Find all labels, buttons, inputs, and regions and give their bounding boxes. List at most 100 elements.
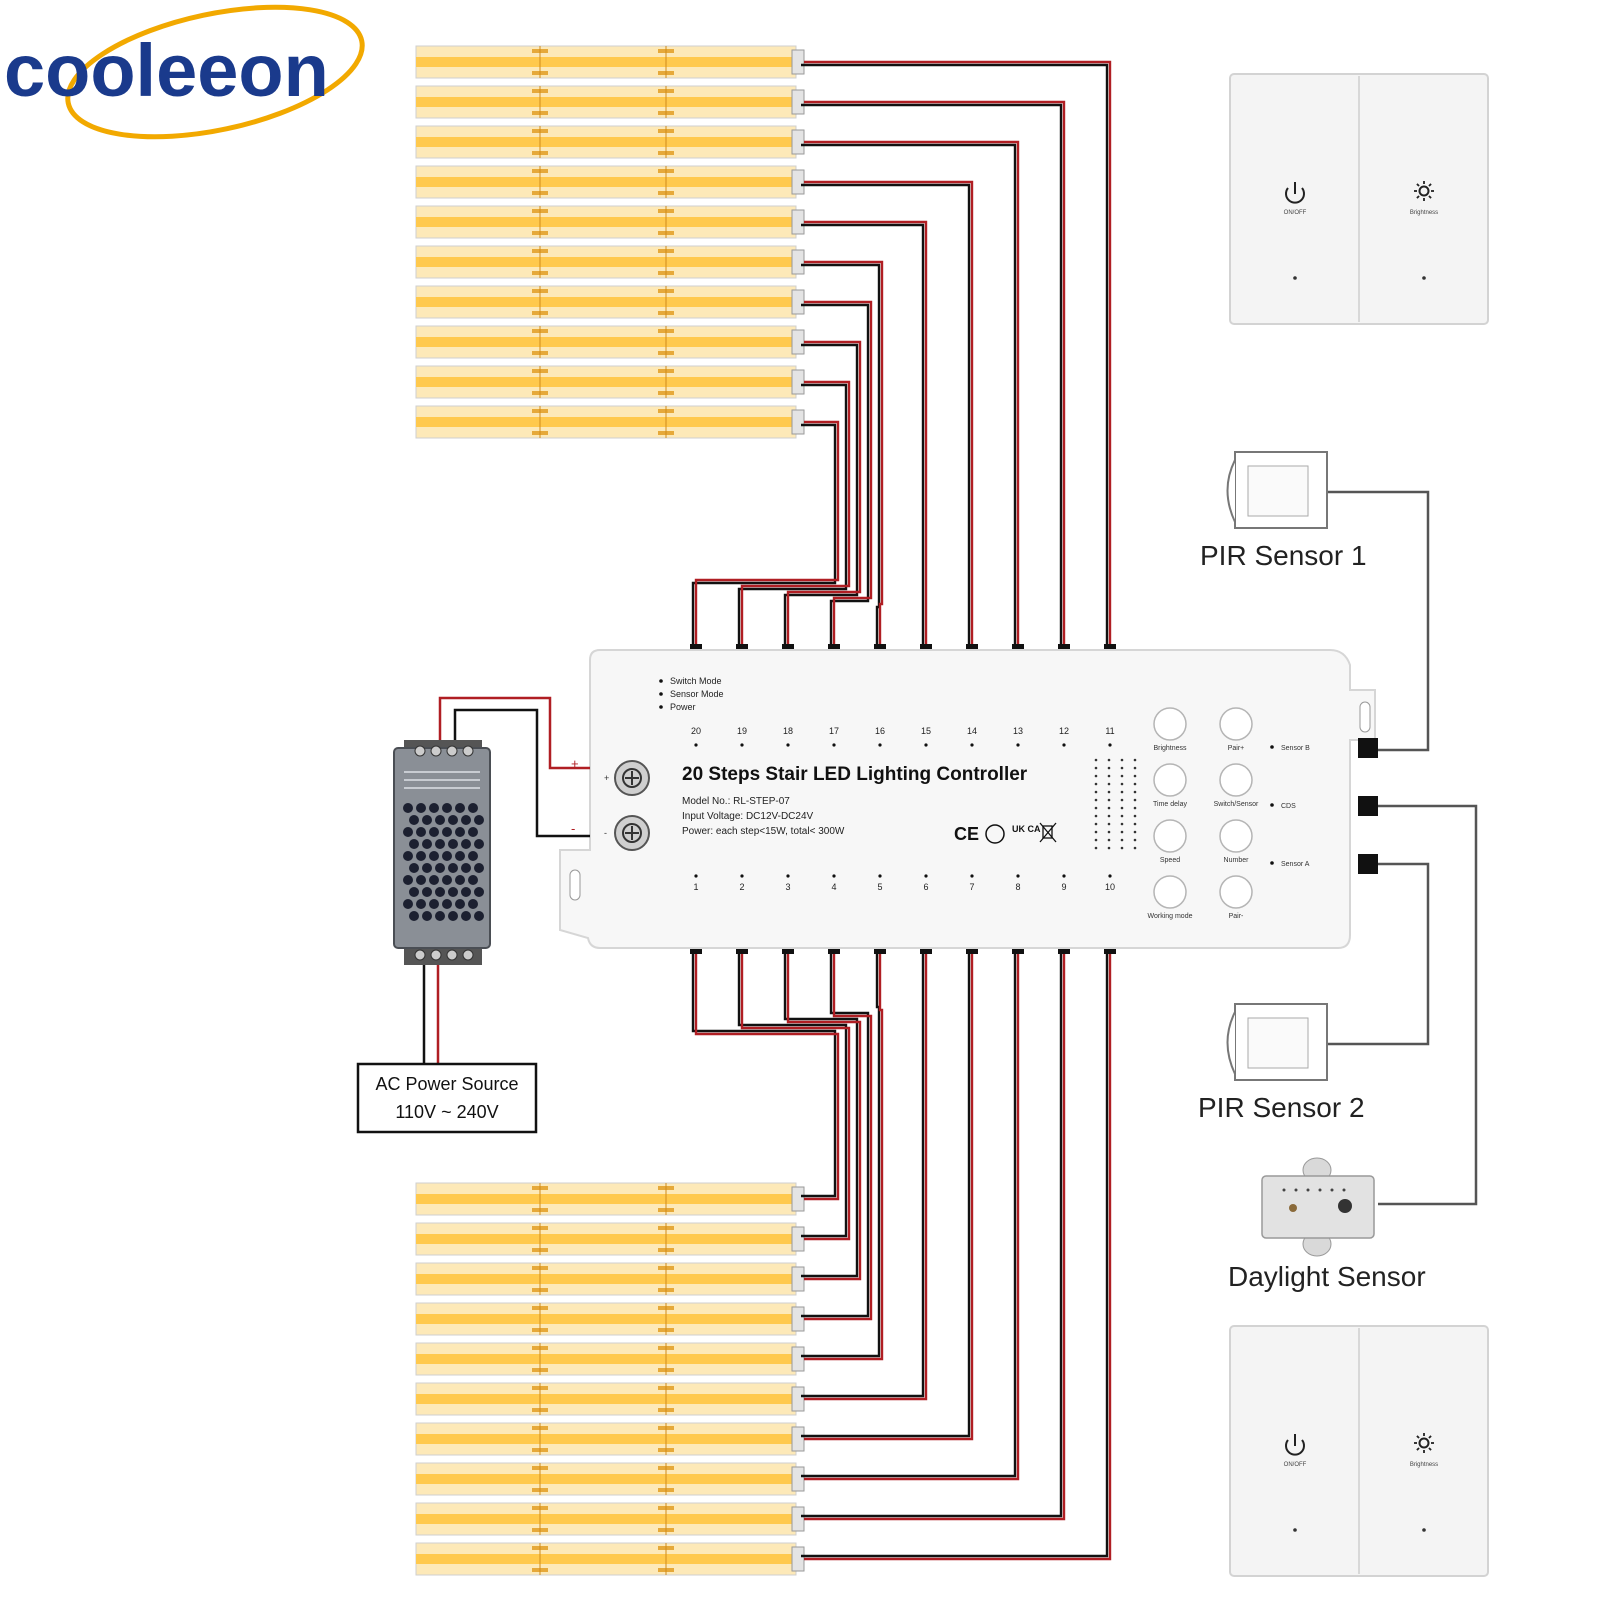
- controller-model: Model No.: RL-STEP-07: [682, 796, 790, 807]
- terminal-minus[interactable]: [614, 815, 650, 851]
- terminal-plus[interactable]: [614, 760, 650, 796]
- ukca-mark: UK CA: [1012, 824, 1041, 834]
- bottom-channel-plug: [782, 946, 794, 954]
- bottom-wire-neg: [801, 945, 971, 1438]
- channel-number-top: 12: [1059, 726, 1069, 736]
- pir-sensor-1-label: PIR Sensor 1: [1200, 540, 1367, 571]
- led-matrix: [1094, 758, 1137, 850]
- indicator-label: Switch Mode: [670, 676, 722, 686]
- panel-led: [1293, 276, 1297, 280]
- controller-button[interactable]: Working mode: [1147, 875, 1193, 920]
- controller-button[interactable]: Speed: [1153, 819, 1187, 864]
- controller-button-label: Speed: [1160, 857, 1180, 864]
- bottom-wire-pos: [804, 948, 974, 1441]
- bottom-wire-pos: [694, 948, 840, 1201]
- channel-led-top: [694, 743, 698, 747]
- channel-number-top: 20: [691, 726, 701, 736]
- port-dot: [1270, 745, 1274, 749]
- port-plug-sensor-a[interactable]: [1358, 854, 1378, 874]
- top-wire-pos: [786, 340, 862, 650]
- port-label: Sensor A: [1281, 861, 1310, 868]
- controller-button[interactable]: Time delay: [1153, 763, 1187, 808]
- bottom-channel-plug: [1104, 946, 1116, 954]
- channel-number-bottom: 2: [739, 882, 744, 892]
- port-plug-sensor-b[interactable]: [1358, 738, 1378, 758]
- panel-left-label: ON/OFF: [1284, 210, 1307, 216]
- terminal-plus-mark: +: [604, 773, 609, 783]
- top-wire-pos: [694, 420, 840, 650]
- bottom-channel-plug: [690, 946, 702, 954]
- top-led-strip: [415, 245, 805, 279]
- bottom-wire-pos: [740, 948, 851, 1241]
- channel-led-top: [740, 743, 744, 747]
- top-led-strip: [415, 165, 805, 199]
- bottom-led-strip: [415, 1502, 805, 1536]
- daylight-sensor: [1261, 1157, 1375, 1257]
- controller-button[interactable]: Pair-: [1219, 875, 1253, 920]
- top-channel-plug: [874, 644, 886, 652]
- channel-number-bottom: 4: [831, 882, 836, 892]
- bottom-channel-plug: [920, 946, 932, 954]
- top-channel-plug: [1012, 644, 1024, 652]
- bottom-wire-pos: [804, 948, 1112, 1561]
- ac-power-source-box: AC Power Source 110V ~ 240V: [356, 1062, 538, 1134]
- channel-number-top: 11: [1105, 726, 1114, 736]
- controller-button[interactable]: Number: [1219, 819, 1253, 864]
- bottom-wire-pos: [804, 948, 873, 1321]
- bottom-wire-neg: [801, 945, 1017, 1478]
- channel-number-top: 18: [783, 726, 793, 736]
- channel-number-top: 14: [967, 726, 977, 736]
- panel-right-label: Brightness: [1410, 1462, 1438, 1468]
- port-label: CDS: [1281, 803, 1296, 810]
- psu-screw: [430, 745, 442, 757]
- pir-sensor-1-lens: [1226, 459, 1236, 523]
- daylight-sensor-label: Daylight Sensor: [1228, 1261, 1426, 1292]
- bottom-wire-pos: [804, 948, 1066, 1521]
- bottom-led-strip: [415, 1542, 805, 1576]
- psu-screw: [446, 745, 458, 757]
- channel-number-bottom: 7: [969, 882, 974, 892]
- channel-led-top: [924, 743, 928, 747]
- channel-led-bottom: [1016, 874, 1020, 878]
- psu-terminal-block-bottom: [404, 945, 482, 965]
- port-plug-cds[interactable]: [1358, 796, 1378, 816]
- bottom-led-strip: [415, 1422, 805, 1456]
- top-wire-neg: [801, 63, 1109, 653]
- ce-mark: CE: [954, 824, 979, 844]
- controller-button[interactable]: Pair+: [1219, 707, 1253, 752]
- channel-led-bottom: [786, 874, 790, 878]
- channel-number-top: 19: [737, 726, 747, 736]
- channel-led-bottom: [694, 874, 698, 878]
- bottom-wire-pos: [804, 948, 1020, 1481]
- channel-number-bottom: 6: [923, 882, 928, 892]
- top-wire-neg: [801, 143, 1017, 653]
- top-led-strip: [415, 285, 805, 319]
- daylight-sensor-dots: [1282, 1188, 1346, 1192]
- channel-number-bottom: 5: [877, 882, 882, 892]
- wall-panel-top[interactable]: ON/OFF Brightness: [1229, 73, 1489, 325]
- panel-right-label: Brightness: [1410, 210, 1438, 216]
- top-channel-plug: [690, 644, 702, 652]
- power-supply-unit: [393, 740, 491, 965]
- top-channel-plug: [828, 644, 840, 652]
- indicator-dot: [659, 705, 663, 709]
- terminal-minus-mark: -: [604, 828, 607, 838]
- bottom-led-strip: [415, 1382, 805, 1416]
- channel-led-top: [1016, 743, 1020, 747]
- controller-button[interactable]: Brightness: [1153, 707, 1187, 752]
- controller-title: 20 Steps Stair LED Lighting Controller: [682, 764, 1028, 785]
- bottom-wire-pos: [804, 948, 928, 1401]
- channel-number-bottom: 8: [1015, 882, 1020, 892]
- bottom-wire-pos: [804, 948, 884, 1361]
- top-wire-pos: [804, 60, 1112, 650]
- top-wire-neg: [801, 103, 1063, 653]
- power-wires: + -: [422, 696, 590, 1064]
- top-wire-pos: [804, 100, 1066, 650]
- top-led-strip: [415, 125, 805, 159]
- controller-button[interactable]: Switch/Sensor: [1214, 763, 1259, 808]
